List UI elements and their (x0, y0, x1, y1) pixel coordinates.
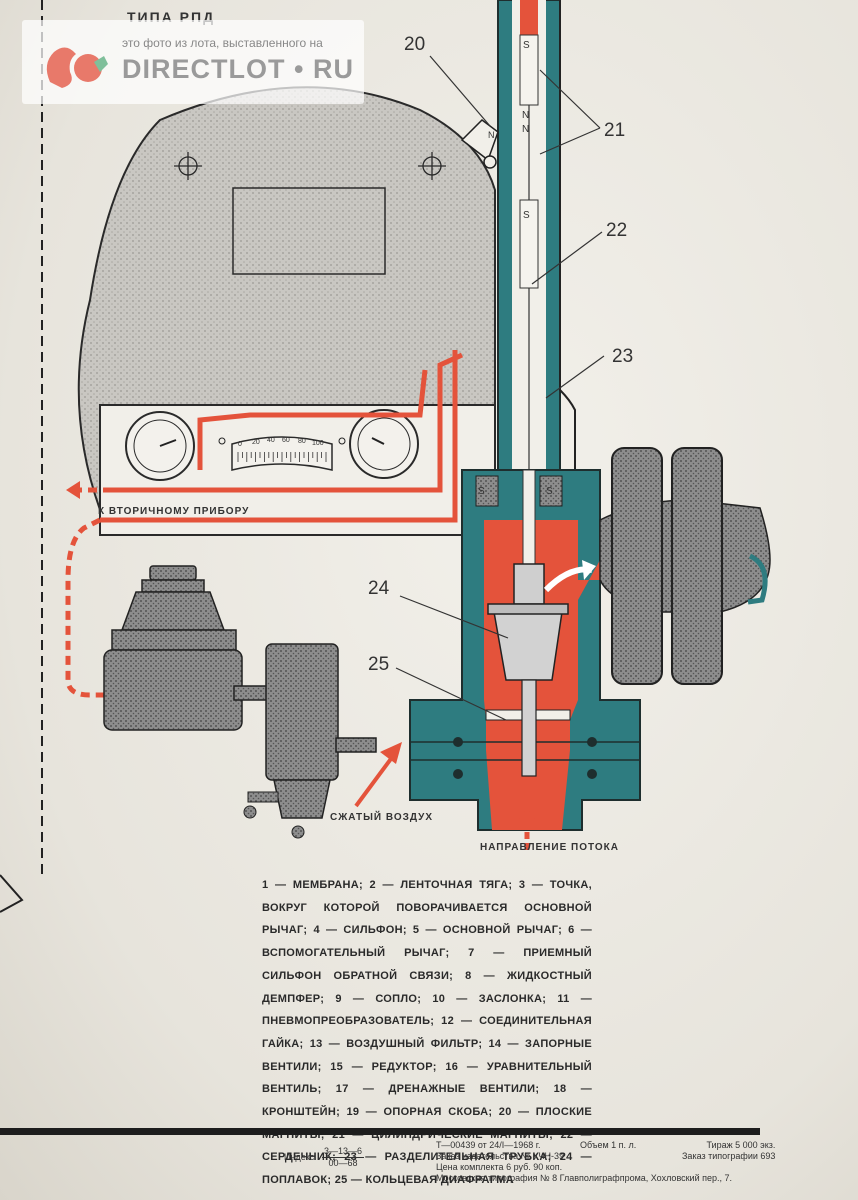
print-order: Заказ типографии 693 (682, 1151, 776, 1161)
print-run: Тираж 5 000 экз. (706, 1140, 776, 1150)
watermark-brand-dot: • (294, 54, 305, 84)
index-code-bottom: 00—68 (328, 1158, 358, 1168)
scale-tick-0: 0 (238, 441, 242, 448)
signal-arrow (66, 481, 112, 499)
bracket-pole-n: N (488, 130, 495, 140)
flow-direction-label: НАПРАВЛЕНИЕ ПОТОКА (480, 842, 619, 853)
scale-tick-100: 100 (312, 440, 324, 447)
scale-tick-20: 20 (252, 439, 260, 446)
float-assembly (487, 469, 569, 777)
pressure-gauge-right (349, 409, 419, 479)
flow-arrow-outlet-head (582, 560, 596, 580)
compressed-air-arrow (354, 742, 402, 808)
volume-note: Объем 1 п. л. (580, 1140, 637, 1150)
flow-arrow-inlet-head (517, 808, 537, 822)
watermark-brand-name: DIRECTLOT (122, 54, 286, 84)
magnet-pole-s-top: S (523, 40, 530, 51)
pressure-gauge-left (125, 411, 195, 481)
outlet-flange (599, 447, 771, 685)
callout-20: 20 (404, 34, 425, 55)
footer-rule (0, 1128, 760, 1135)
imprint-line-1: Т—00439 от 24/I—1968 г. (436, 1140, 541, 1150)
mounting-crosshair-left (174, 152, 202, 180)
index-code-top: 3—13—6 (322, 1146, 365, 1158)
magnet-pole-s-right: S (546, 486, 553, 497)
imprint-line-2: Заказ издательства № УЧН-39 (436, 1151, 564, 1161)
nameplate (232, 187, 386, 275)
index-label: Индекс (284, 1152, 315, 1162)
callout-21: 21 (604, 120, 625, 141)
magnet-pole-n-1: N (522, 110, 529, 121)
air-lines (100, 350, 464, 523)
air-filter (103, 565, 271, 731)
watermark-brand-tld: RU (312, 54, 354, 84)
watermark-caption: это фото из лота, выставленного на (122, 36, 323, 50)
mounting-crosshair-right (418, 152, 446, 180)
compressed-air-label: СЖАТЫЙ ВОЗДУХ (330, 810, 433, 823)
frame-corner (0, 874, 24, 913)
callout-22: 22 (606, 220, 627, 241)
secondary-device-label: К ВТОРИЧНОМУ ПРИБОРУ (98, 506, 249, 517)
imprint-block: Т—00439 от 24/I—1968 г. Заказ издательст… (436, 1140, 756, 1184)
magnet-pole-n-2: N (522, 124, 529, 135)
supply-dashed-line (65, 517, 104, 698)
index-code: 3—13—6 00—68 (322, 1146, 365, 1169)
imprint-line-4: Московская типография № 8 Главполиграфпр… (436, 1173, 733, 1183)
callout-25: 25 (368, 654, 389, 675)
percent-scale: 0 20 40 60 80 100 (218, 436, 346, 471)
print-run-block: Тираж 5 000 экз. Заказ типографии 693 (682, 1140, 775, 1162)
magnet-pole-s-left: S (478, 486, 485, 497)
callout-23: 23 (612, 346, 633, 367)
watermark-brand: DIRECTLOT • RU (122, 54, 354, 85)
flat-magnet-bracket (460, 119, 499, 169)
callout-24: 24 (368, 578, 390, 599)
squirrel-logo-icon (46, 47, 108, 88)
scale-tick-60: 60 (282, 437, 290, 444)
scale-tick-40: 40 (267, 437, 275, 444)
scale-tick-80: 80 (298, 438, 306, 445)
watermark-banner: это фото из лота, выставленного на DIREC… (22, 20, 364, 104)
pressure-reducer (243, 643, 377, 839)
separation-tube (497, 0, 576, 471)
imprint-line-3: Цена комплекта 6 руб. 90 коп. (436, 1162, 563, 1172)
magnet-pole-s-mid: S (523, 210, 530, 221)
callout-leaders (395, 55, 605, 721)
